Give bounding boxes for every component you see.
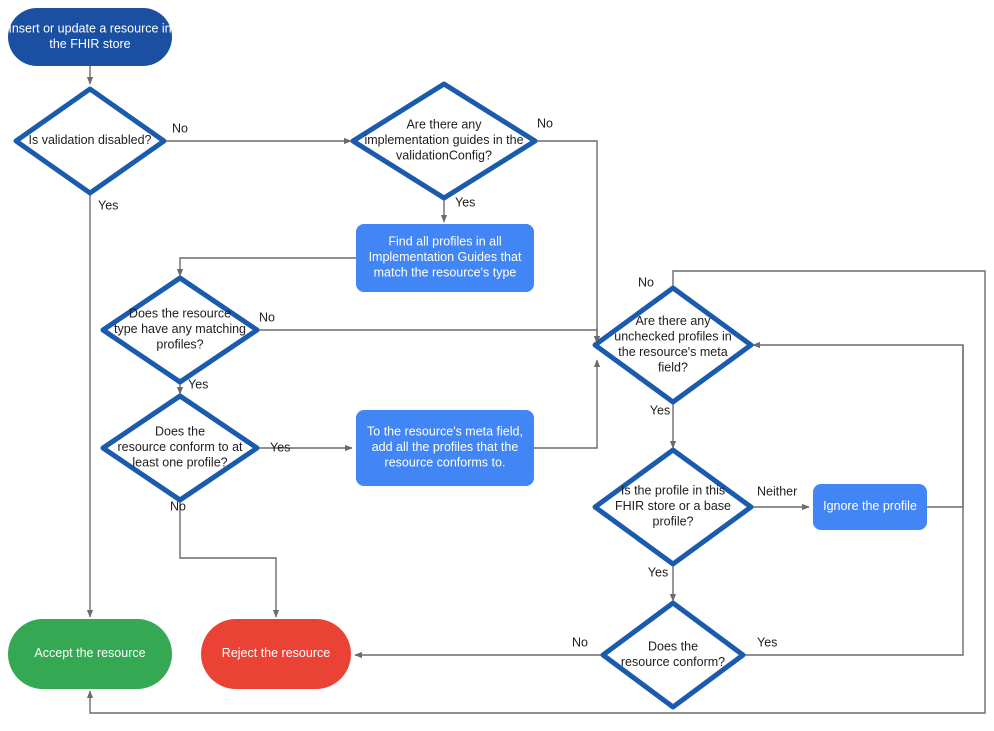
- node-shape-conform-one-profile: [100, 393, 260, 503]
- node-shape-add-profiles-meta: [356, 410, 534, 486]
- edge-label-e-matching-yes: Yes: [188, 377, 208, 391]
- edge-label-e-validation-no: No: [172, 121, 188, 135]
- edge-label-e-matching-no: No: [259, 310, 275, 324]
- node-accept: Accept the resource: [8, 619, 172, 689]
- node-shape-find-profiles: [356, 224, 534, 292]
- node-ignore-profile: Ignore the profile: [813, 484, 927, 530]
- edge-e-addmeta-unchecked: [534, 359, 601, 449]
- edge-e-find-matching: [176, 257, 356, 277]
- edge-e-matching-no: [257, 329, 601, 344]
- node-shape-matching-profiles: [100, 275, 260, 385]
- node-shape-ignore-profile: [813, 484, 927, 530]
- edge-e-ig-no: [535, 140, 601, 344]
- edge-label-e-conform1-yes: Yes: [270, 440, 290, 454]
- edge-label-e-conform-yes: Yes: [757, 635, 777, 649]
- edge-label-e-conform-no: No: [572, 635, 588, 649]
- edge-label-e-ig-no: No: [537, 116, 553, 130]
- node-reject: Reject the resource: [201, 619, 351, 689]
- edge-label-e-profile-yes: Yes: [648, 565, 668, 579]
- edge-label-e-conform1-no: No: [170, 499, 186, 513]
- node-shape-validation-disabled: [13, 86, 167, 196]
- node-shape-accept: [8, 619, 172, 689]
- edge-label-e-unchecked-yes: Yes: [650, 403, 670, 417]
- node-label-validation-disabled: Is validation disabled?: [29, 133, 152, 147]
- node-label-ignore-profile: Ignore the profile: [823, 499, 917, 513]
- edge-label-e-validation-yes: Yes: [98, 198, 118, 212]
- node-label-add-profiles-meta: To the resource's meta field,add all the…: [367, 425, 523, 470]
- node-add-profiles-meta: To the resource's meta field,add all the…: [356, 410, 534, 486]
- node-shape-implementation-guides: [350, 81, 538, 201]
- node-label-reject: Reject the resource: [222, 646, 330, 660]
- node-shape-reject: [201, 619, 351, 689]
- node-shape-resource-conform: [600, 600, 746, 710]
- node-validation-disabled: Is validation disabled?: [13, 86, 167, 196]
- edge-label-e-profile-neither: Neither: [757, 484, 797, 498]
- node-shape-start: [8, 8, 172, 66]
- edge-e-unchecked-no: [86, 270, 986, 714]
- node-shape-profile-in-store: [592, 447, 754, 567]
- edge-label-e-unchecked-no: No: [638, 275, 654, 289]
- edge-e-conform-yes: [743, 345, 964, 656]
- edge-e-conform1-no: [179, 500, 280, 618]
- edge-e-ignore-loop: [752, 341, 964, 508]
- node-shape-unchecked-profiles: [592, 285, 754, 405]
- node-label-accept: Accept the resource: [34, 646, 145, 660]
- edges-layer: [86, 66, 986, 714]
- edge-label-e-ig-yes: Yes: [455, 195, 475, 209]
